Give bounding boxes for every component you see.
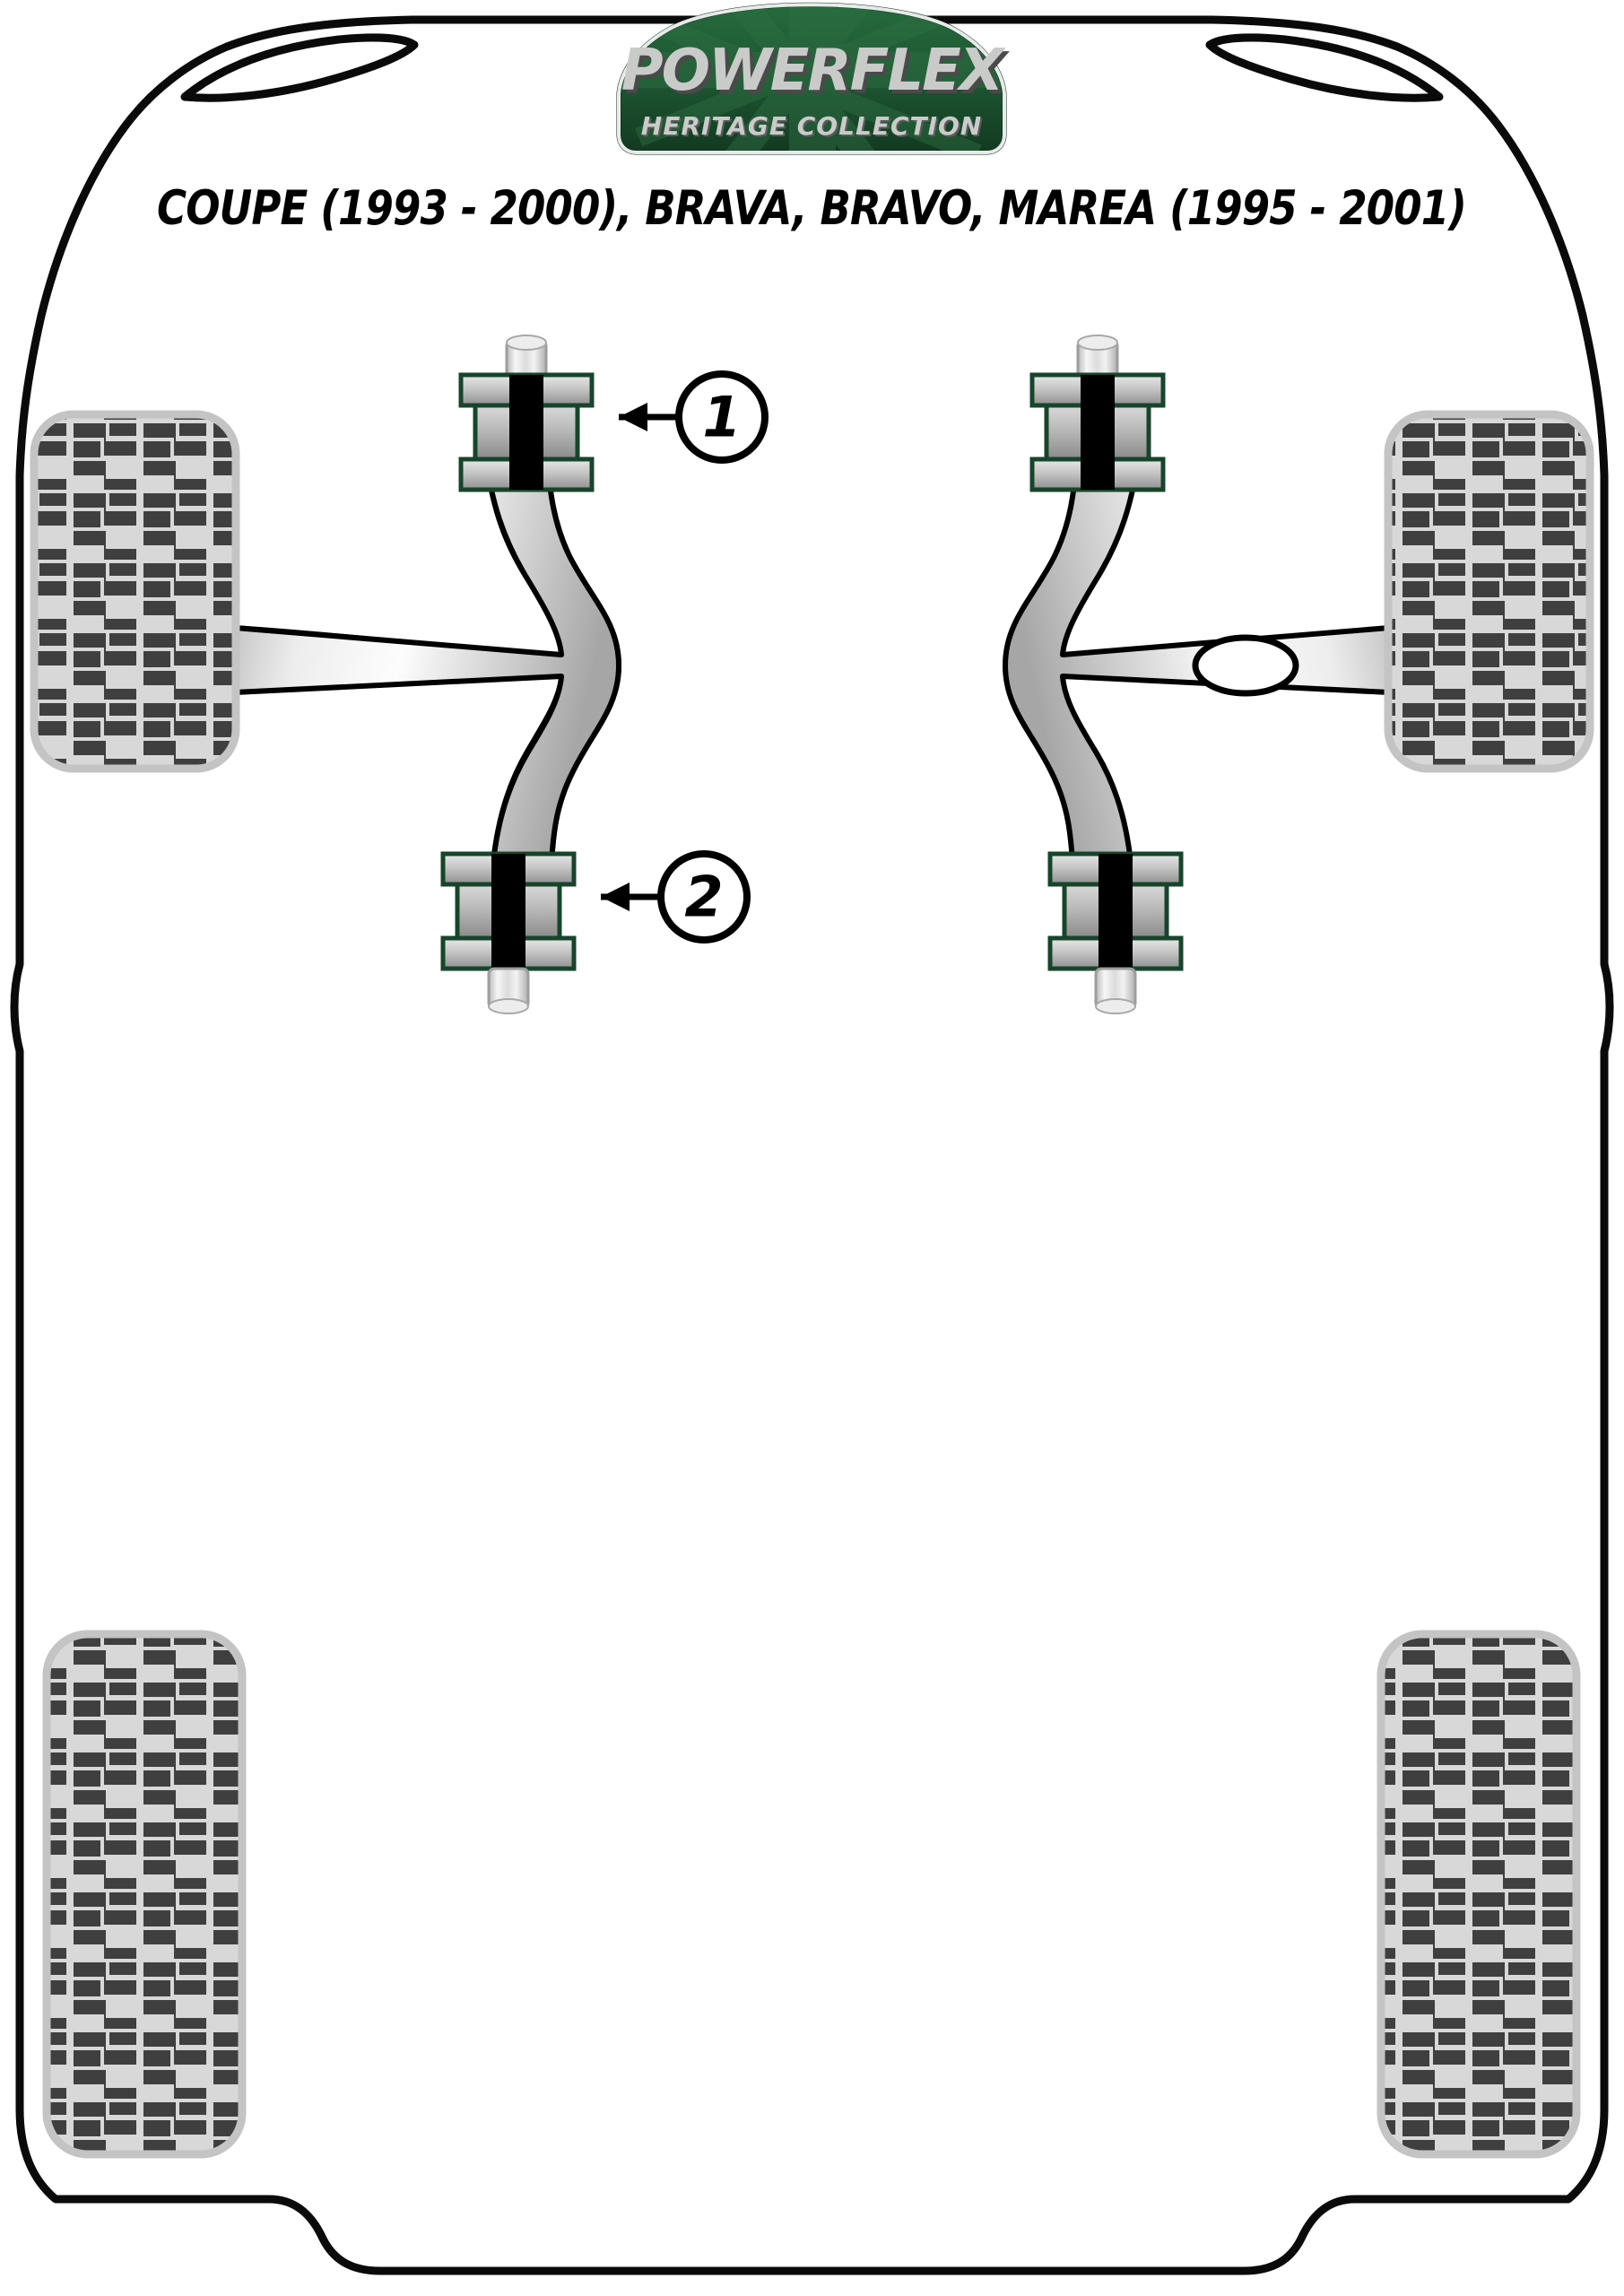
rear-left-tread: [47, 1634, 242, 2154]
page-title: COUPE (1993 - 2000), BRAVA, BRAVO, MAREA…: [157, 181, 1466, 236]
bush-front-left-upper: [458, 335, 595, 492]
right-mirror: [1205, 33, 1444, 102]
rear-right-tread: [1381, 1634, 1576, 2154]
callout-2-circle[interactable]: [657, 850, 751, 944]
left-mirror: [180, 33, 419, 102]
logo-badge-inner-border: [617, 3, 1006, 154]
callout-2-arrow-icon: [601, 883, 630, 911]
logo-tagline: HERITAGE COLLECTION: [641, 111, 982, 141]
front-right-wheel: [1384, 410, 1594, 773]
callout-1-circle[interactable]: [675, 370, 769, 464]
logo-brand-shadow: POWERFLEX: [625, 41, 1010, 108]
front-right-tread: [1388, 414, 1590, 769]
union-jack-icon: [619, 4, 1004, 152]
wishbone-lightening-hole: [1192, 634, 1299, 697]
rear-right-wheel: [1376, 1630, 1581, 2159]
front-left-wheel: [30, 410, 240, 773]
callout-1-number: 1: [702, 385, 741, 450]
logo-tagline-shadow: HERITAGE COLLECTION: [643, 113, 984, 143]
bush-inner-sleeve: [509, 375, 543, 490]
callout-1[interactable]: 1: [619, 370, 769, 464]
logo-brand: POWERFLEX: [621, 38, 1006, 104]
body-outline-path: [10, 15, 1614, 2275]
bush-front-left-lower: [440, 851, 577, 1014]
front-left-tread: [34, 414, 236, 769]
front-right-lower-wishbone: [1003, 446, 1392, 883]
callout-2-number: 2: [684, 865, 723, 930]
bush-front-right-upper: [1029, 335, 1166, 492]
callout-1-arrow-icon: [619, 403, 647, 431]
callout-2[interactable]: 2: [601, 850, 751, 944]
bush-inner-sleeve: [1099, 854, 1133, 969]
powerflex-logo[interactable]: POWERFLEX POWERFLEX HERITAGE COLLECTION …: [616, 0, 1012, 235]
vehicle-body-outline: [10, 15, 1614, 2275]
rear-left-wheel: [42, 1630, 247, 2159]
bush-inner-sleeve: [491, 854, 525, 969]
bush-front-right-lower: [1047, 851, 1184, 1014]
bush-inner-sleeve: [1081, 375, 1115, 490]
